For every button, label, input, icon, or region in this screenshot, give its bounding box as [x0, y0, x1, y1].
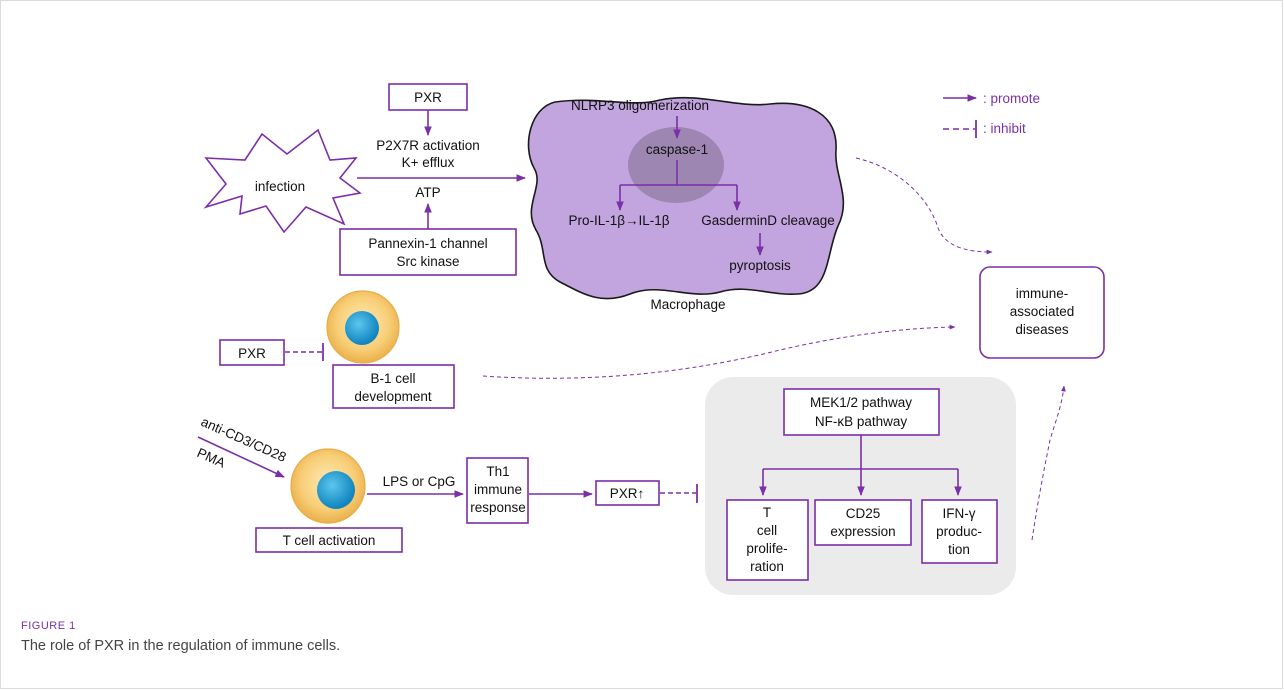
pannexin-box	[339, 228, 517, 276]
b1-nucleus-icon	[345, 311, 379, 345]
pyroptosis-label: pyroptosis	[729, 258, 791, 273]
t-prolif-box	[726, 499, 809, 581]
t-prolif-label-2: cell	[757, 523, 777, 538]
src-kinase-label: Src kinase	[396, 254, 459, 269]
figure-caption: The role of PXR in the regulation of imm…	[21, 638, 341, 654]
b1-label-1: B-1 cell	[370, 371, 415, 386]
immune-label-3: diseases	[1015, 322, 1069, 337]
th1-label-3: response	[470, 500, 526, 515]
caspase-label: caspase-1	[646, 142, 708, 157]
t-prolif-label-1: T	[763, 505, 771, 520]
th1-label-2: immune	[474, 482, 522, 497]
pro-il-label: Pro-IL-1β→IL-1β	[568, 213, 669, 228]
infection-starburst	[203, 128, 362, 234]
th1-label-1: Th1	[486, 464, 509, 479]
ifn-label-2: produc-	[936, 524, 982, 539]
atp-label: ATP	[415, 185, 440, 200]
pxr-top-label: PXR	[414, 90, 442, 105]
legend-inhibit: : inhibit	[983, 121, 1026, 136]
t-cell-activation-box	[255, 527, 403, 553]
panel-to-disease-arrow	[1031, 385, 1066, 541]
pxr-up-box	[595, 480, 660, 506]
cd25-label-1: CD25	[846, 506, 881, 521]
nfkb-label: NF-κB pathway	[815, 414, 908, 429]
b1-label-2: development	[354, 389, 432, 404]
immune-diseases-box	[979, 266, 1105, 359]
caspase-region	[628, 127, 724, 203]
stimulus-to-tcell-arrow	[197, 436, 285, 478]
t-cell-nucleus-icon	[317, 471, 355, 509]
infection-label: infection	[255, 179, 305, 194]
lps-cpg-label: LPS or CpG	[383, 474, 456, 489]
pannexin-label: Pannexin-1 channel	[368, 236, 487, 251]
ifn-box	[921, 499, 998, 564]
th1-box	[466, 457, 529, 524]
t-cell-activation-label: T cell activation	[283, 533, 376, 548]
nlrp3-label: NLRP3 oligomerization	[571, 98, 709, 113]
pxr-b1-box	[219, 339, 285, 366]
legend: : promote : inhibit	[943, 91, 1040, 138]
t-prolif-label-4: ration	[750, 559, 784, 574]
cd25-label-2: expression	[830, 524, 895, 539]
mek-label: MEK1/2 pathway	[810, 395, 912, 410]
pxr-top-box	[388, 83, 468, 111]
p2x7r-label: P2X7R activation	[376, 138, 480, 153]
b1-to-disease-arrow	[482, 324, 956, 379]
b1-development-box	[332, 364, 455, 409]
mek-nfkb-box	[783, 388, 940, 436]
cd25-box	[814, 499, 912, 546]
macrophage-to-disease-arrow	[855, 157, 993, 255]
ifn-label-1: IFN-γ	[943, 506, 976, 521]
k-efflux-label: K+ efflux	[402, 155, 455, 170]
ifn-label-3: tion	[948, 542, 970, 557]
immune-label-2: associated	[1010, 304, 1075, 319]
figure-label: FIGURE 1	[21, 620, 76, 632]
pxr-up-label: PXR↑	[610, 486, 645, 501]
macrophage-label: Macrophage	[650, 297, 725, 312]
t-prolif-label-3: prolife-	[746, 541, 787, 556]
legend-promote: : promote	[983, 91, 1040, 106]
immune-label-1: immune-	[1016, 286, 1069, 301]
pxr-b1-label: PXR	[238, 346, 266, 361]
gasdermin-label: GasderminD cleavage	[701, 213, 835, 228]
